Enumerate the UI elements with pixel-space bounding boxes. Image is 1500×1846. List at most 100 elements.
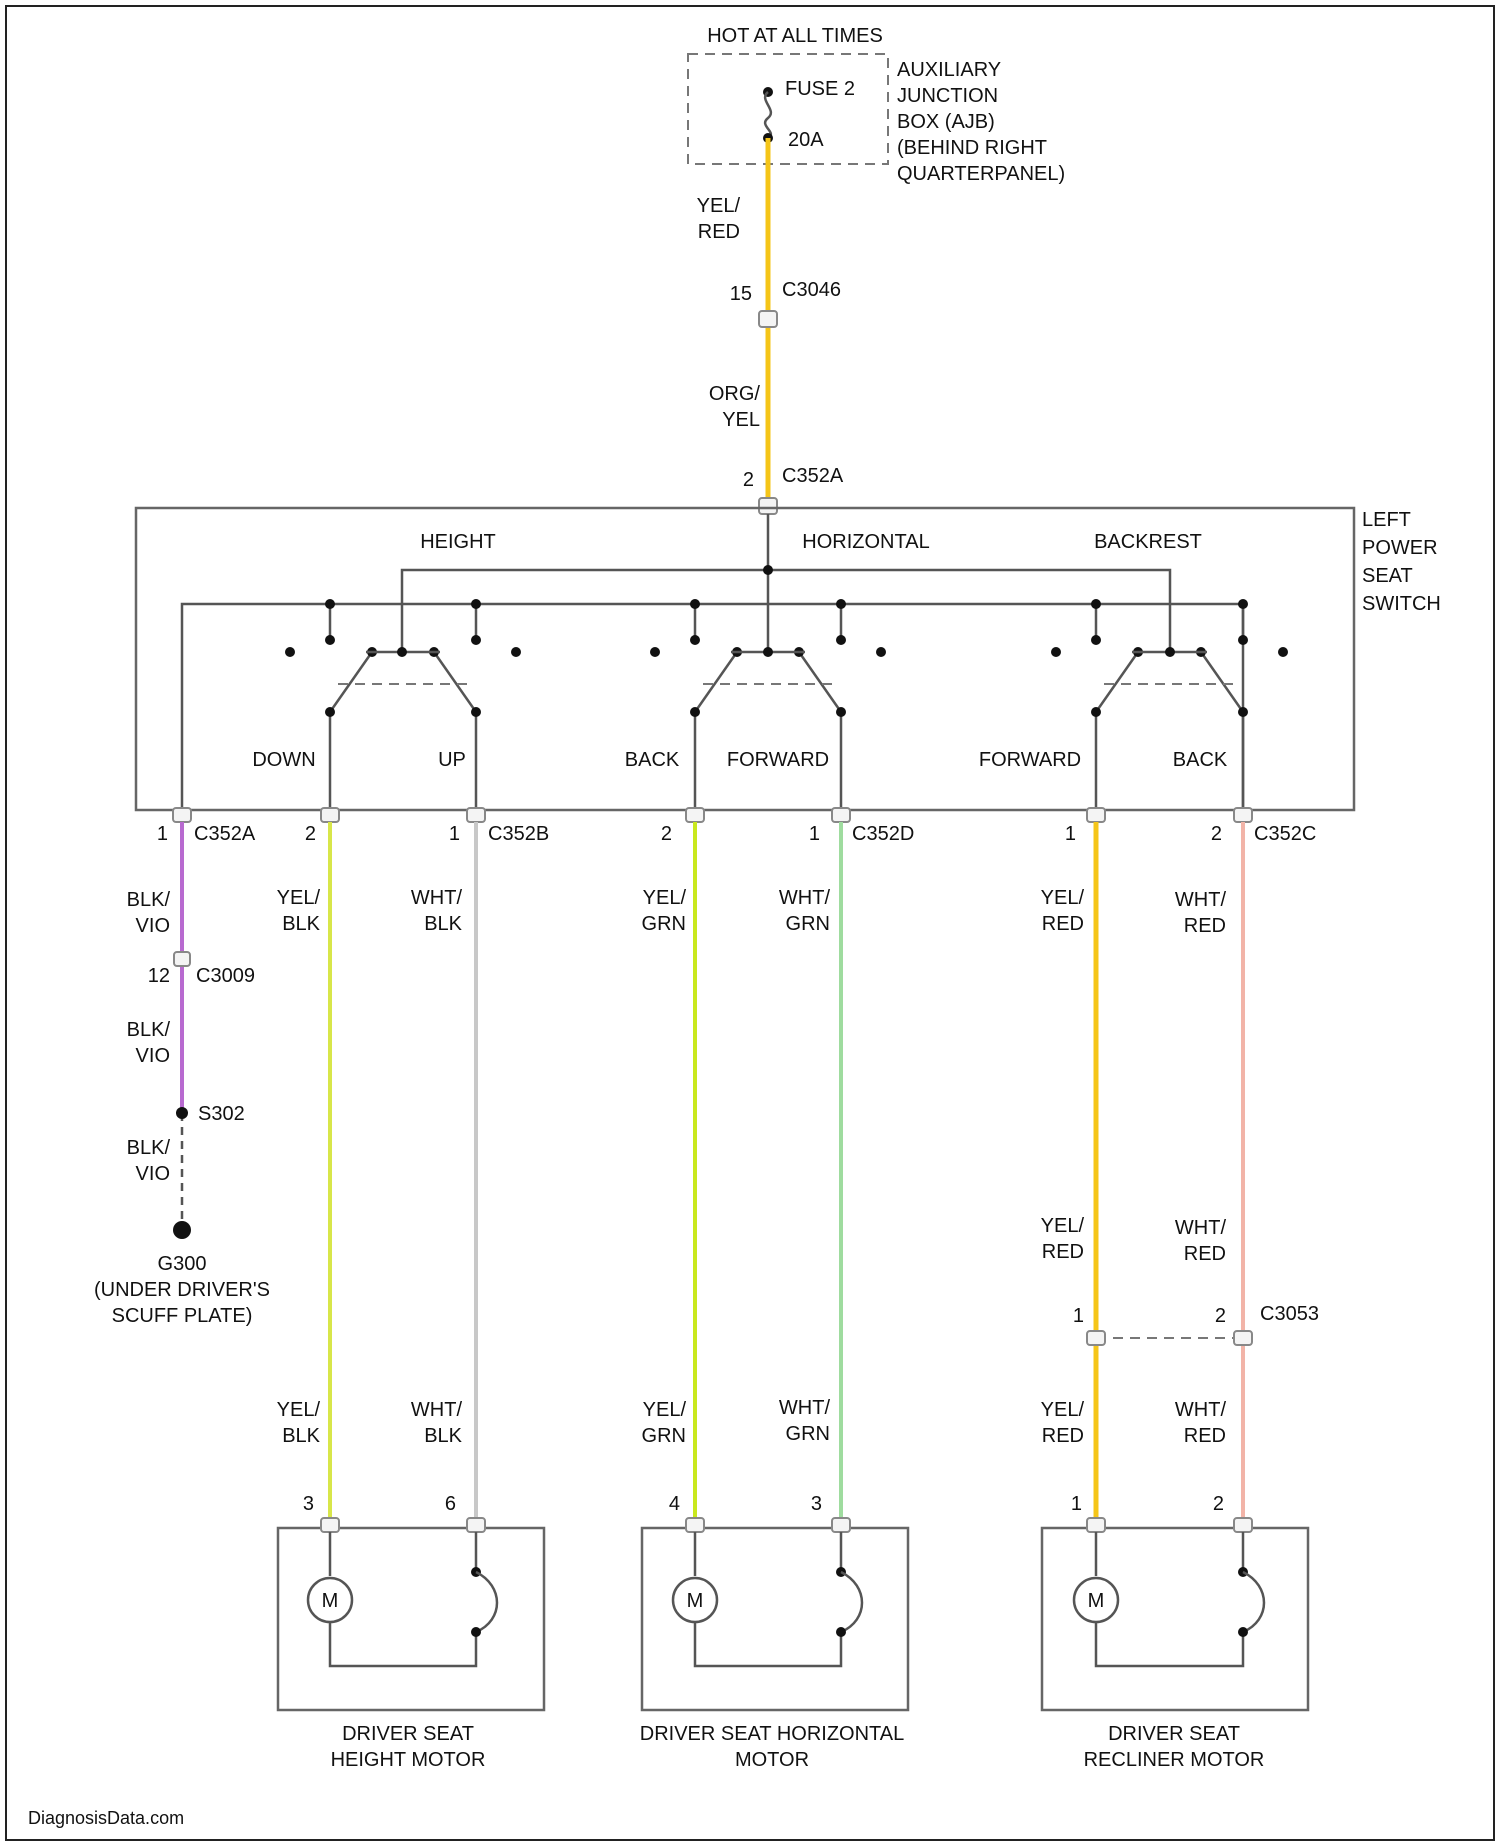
pin-r2: 2	[1211, 823, 1222, 845]
wire-label: WHT/	[411, 1399, 463, 1421]
wire-label: RED	[1184, 915, 1226, 937]
ajb-line: AUXILIARY	[897, 59, 1001, 81]
limit-switch-node	[471, 1627, 481, 1637]
switch-node	[397, 647, 407, 657]
wire-label: BLK/	[127, 1137, 171, 1159]
feed-wire1-line2: RED	[698, 221, 740, 243]
switch-node	[471, 707, 481, 717]
motor-pin: 4	[669, 1493, 680, 1515]
wire-label: YEL/	[1041, 1215, 1085, 1237]
wire-label: WHT/	[1175, 1217, 1227, 1239]
wire-label: GRN	[642, 913, 686, 935]
motor-label: HEIGHT MOTOR	[331, 1749, 486, 1771]
power-bus	[402, 570, 1170, 654]
switch-node	[836, 635, 846, 645]
switch-blade	[799, 652, 841, 712]
contact-down: DOWN	[252, 749, 315, 771]
c3053-pin: 2	[1215, 1305, 1226, 1327]
motor-connector	[321, 1518, 339, 1532]
switch-pairs	[285, 565, 1288, 808]
motor-pin: 6	[445, 1493, 456, 1515]
c3053-connector	[1087, 1331, 1105, 1345]
switch-node	[690, 707, 700, 717]
conn-r2: C352C	[1254, 823, 1316, 845]
switch-connector	[173, 808, 191, 822]
switch-node	[763, 565, 773, 575]
switch-name-line: POWER	[1362, 537, 1438, 559]
c3009-pin: 12	[148, 965, 170, 987]
switch-name-line: SWITCH	[1362, 593, 1441, 615]
motor-connector	[1234, 1518, 1252, 1532]
wire-label: WHT/	[1175, 889, 1227, 911]
wire-label: GRN	[786, 913, 830, 935]
motor-pin: 3	[811, 1493, 822, 1515]
switch-node	[836, 599, 846, 609]
wire-label: YEL/	[1041, 1399, 1085, 1421]
switch-blade	[434, 652, 476, 712]
motor-return	[695, 1622, 841, 1666]
wire-label: BLK	[282, 913, 320, 935]
splice-label: S302	[198, 1103, 245, 1125]
contact-up: UP	[438, 749, 466, 771]
c3046-label: C3046	[782, 279, 841, 301]
switch-blade	[1201, 652, 1243, 712]
contact-back: BACK	[625, 749, 680, 771]
motor-connector	[1087, 1518, 1105, 1532]
switch-node	[690, 599, 700, 609]
switch-blade	[1096, 652, 1138, 712]
fuse-amps: 20A	[788, 129, 824, 151]
wire-label: RED	[1042, 1241, 1084, 1263]
motors: MMM	[278, 1518, 1308, 1710]
switch-node	[1278, 647, 1288, 657]
switch-node	[763, 647, 773, 657]
ajb-line: (BEHIND RIGHT	[897, 137, 1047, 159]
motor-pin: 1	[1071, 1493, 1082, 1515]
switch-node	[690, 635, 700, 645]
motor-label: DRIVER SEAT	[1108, 1723, 1240, 1745]
wire-label: RED	[1184, 1425, 1226, 1447]
motor-label: MOTOR	[735, 1749, 809, 1771]
switch-name-line: SEAT	[1362, 565, 1413, 587]
switch-node	[1238, 635, 1248, 645]
switch-name: LEFT POWER SEAT SWITCH	[1362, 509, 1441, 615]
contact-forward: FORWARD	[979, 749, 1081, 771]
wire-label: VIO	[136, 915, 170, 937]
conn-ground: C352A	[194, 823, 256, 845]
switch-node	[1091, 599, 1101, 609]
limit-switch-node	[836, 1627, 846, 1637]
motor-symbol-letter: M	[322, 1590, 339, 1612]
limit-switch-blade	[1243, 1572, 1264, 1632]
wire-label: WHT/	[411, 887, 463, 909]
c352a-feed-connector	[759, 498, 777, 514]
fuse-label: FUSE 2	[785, 78, 855, 100]
contact-forward: FORWARD	[727, 749, 829, 771]
motor-return	[330, 1622, 476, 1666]
motor-label: DRIVER SEAT HORIZONTAL	[640, 1723, 904, 1745]
wire-label: BLK	[424, 1425, 462, 1447]
ground-label: SCUFF PLATE)	[112, 1305, 253, 1327]
switch-connector	[832, 808, 850, 822]
motor-label: DRIVER SEAT	[342, 1723, 474, 1745]
c352a-feed-label: C352A	[782, 465, 844, 487]
wire-label: YEL/	[277, 887, 321, 909]
switch-blade	[330, 652, 372, 712]
feed-wire2-line2: YEL	[722, 409, 760, 431]
motor-housing	[1042, 1528, 1308, 1710]
ajb-line: JUNCTION	[897, 85, 998, 107]
c352a-feed-pin: 2	[743, 469, 754, 491]
switch-connector	[1234, 808, 1252, 822]
switch-node	[836, 707, 846, 717]
ajb-label: AUXILIARY JUNCTION BOX (AJB) (BEHIND RIG…	[897, 59, 1065, 185]
watermark: DiagnosisData.com	[28, 1808, 184, 1828]
splice-node	[176, 1107, 188, 1119]
switch-node	[1051, 647, 1061, 657]
wire-label: VIO	[136, 1163, 170, 1185]
wire-label: WHT/	[1175, 1399, 1227, 1421]
c3009-label: C3009	[196, 965, 255, 987]
motor-symbol-letter: M	[1088, 1590, 1105, 1612]
ajb-line: BOX (AJB)	[897, 111, 995, 133]
pin-z1: 2	[661, 823, 672, 845]
wire-label: RED	[1042, 1425, 1084, 1447]
ground-label: (UNDER DRIVER'S	[94, 1279, 270, 1301]
pin-h1: 2	[305, 823, 316, 845]
